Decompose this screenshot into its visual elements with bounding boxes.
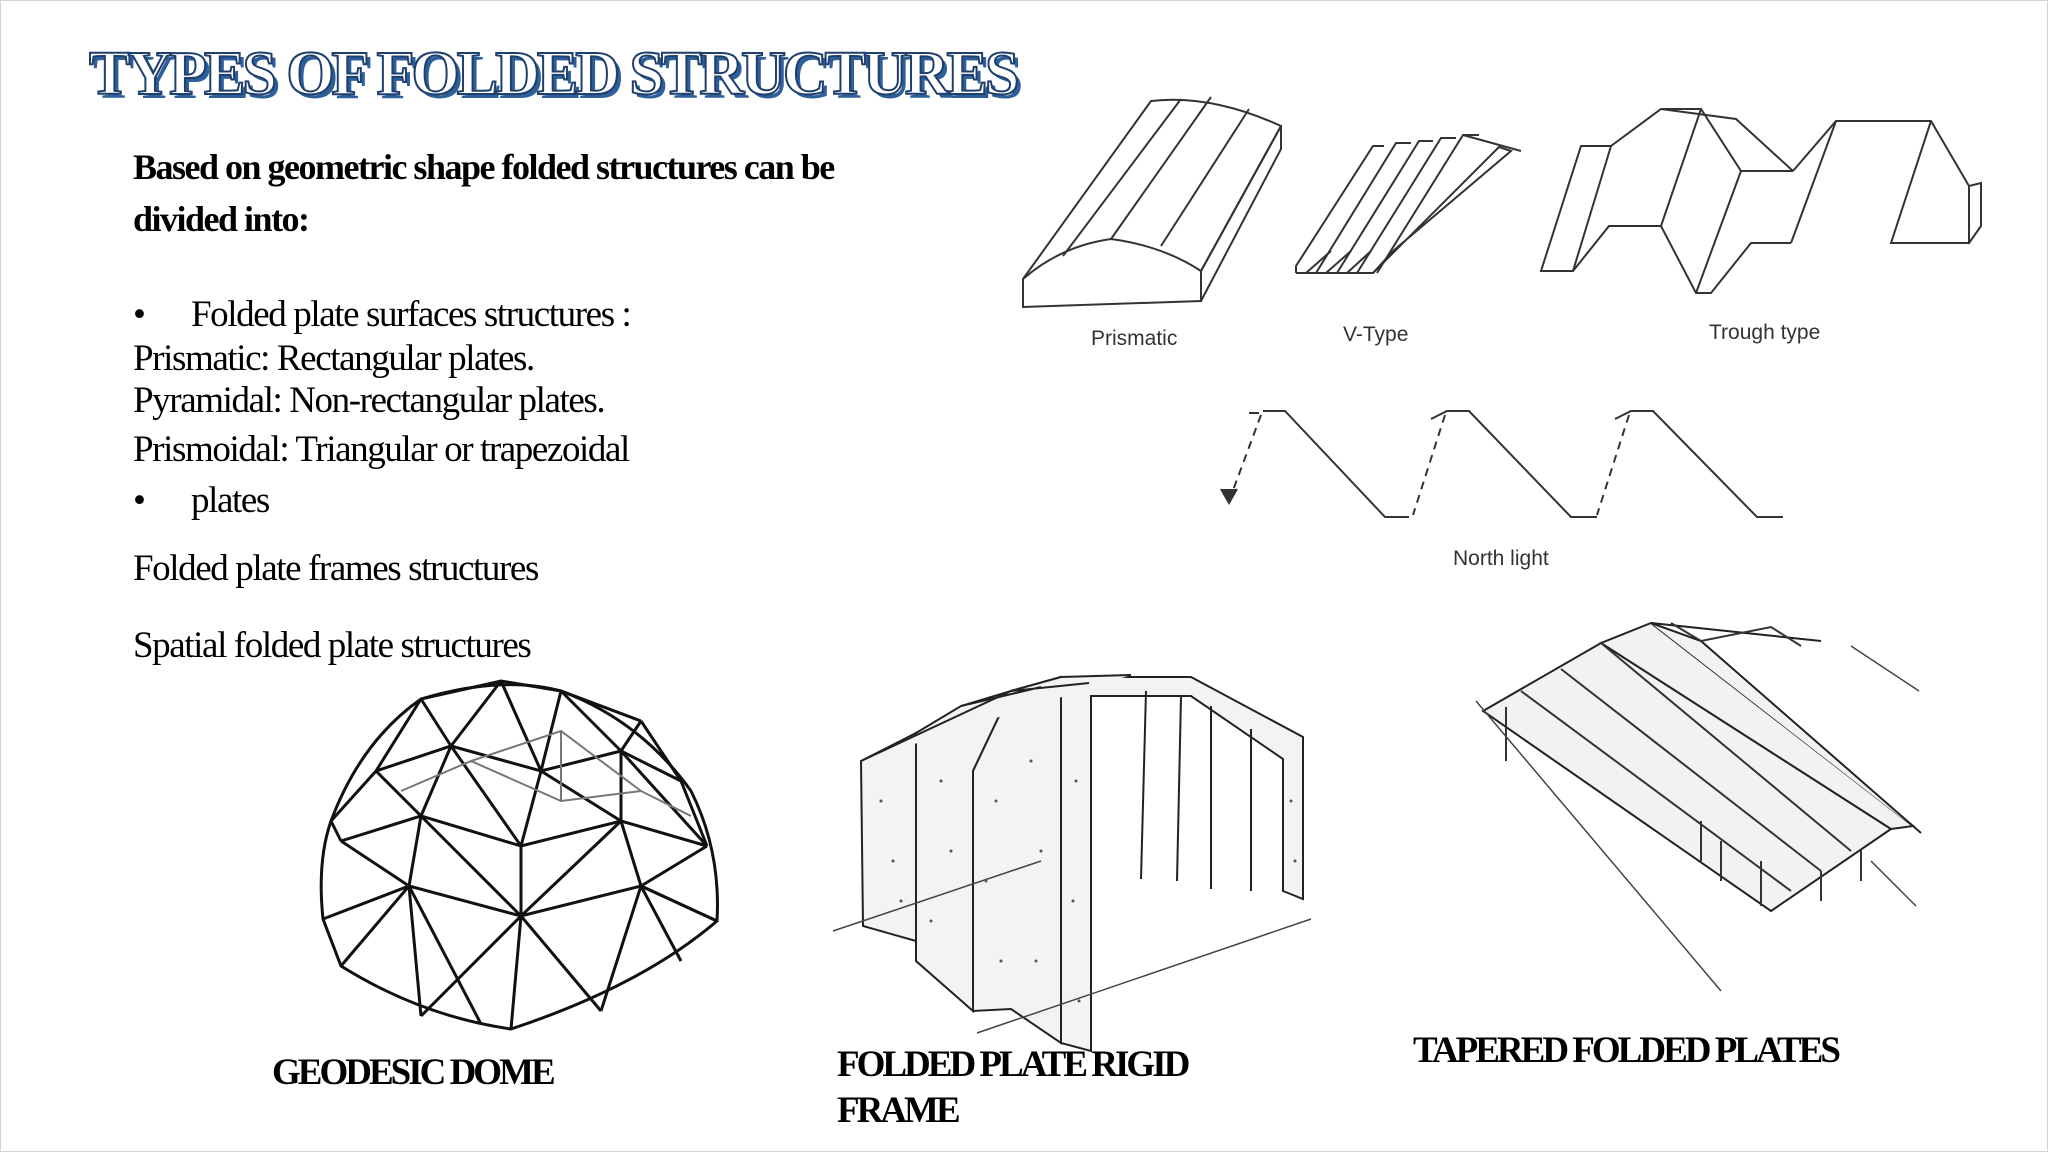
label-north-light: North light — [1453, 547, 1549, 570]
slide-title: TYPES OF FOLDED STRUCTURES — [88, 39, 1020, 109]
tapered-fold-lines — [1505, 622, 1862, 906]
label-prismatic: Prismatic — [1091, 327, 1177, 350]
geodesic-dome-inner-frame — [400, 729, 692, 817]
caption-geodesic-dome: GEODESIC DOME — [272, 1052, 556, 1093]
rigid-frame-ground-lines — [832, 860, 1312, 1034]
bullet-icon: • — [133, 294, 146, 335]
list-item-label: plates — [191, 480, 270, 521]
bullet-icon: • — [133, 480, 146, 521]
trough-diagram — [1539, 108, 1982, 294]
list-line-prismoidal: Prismoidal: Triangular or trapezoidal — [133, 429, 630, 470]
folded-plate-rigid-frame-illustration — [859, 674, 1304, 1053]
north-light-diagram — [1220, 410, 1783, 518]
list-line-frames: Folded plate frames structures — [133, 548, 539, 589]
tapered-ground-lines — [1475, 645, 1920, 992]
caption-tapered-folded-plates: TAPERED FOLDED PLATES — [1413, 1030, 1841, 1071]
list-item-plates: • plates — [133, 479, 270, 522]
list-line-pyramidal: Pyramidal: Non-rectangular plates. — [133, 380, 606, 421]
label-v-type: V-Type — [1343, 323, 1408, 346]
intro-line-1: Based on geometric shape folded structur… — [133, 147, 835, 187]
rigid-frame-texture — [879, 759, 1297, 1003]
caption-rigid-frame-line-2: FRAME — [837, 1090, 961, 1131]
caption-rigid-frame-line-1: FOLDED PLATE RIGID — [837, 1044, 1190, 1085]
v-type-diagram — [1295, 134, 1522, 274]
list-line-prismatic: Prismatic: Rectangular plates. — [133, 338, 535, 379]
prismatic-diagram — [1022, 96, 1283, 309]
intro-text: Based on geometric shape folded structur… — [133, 141, 933, 245]
geodesic-dome-illustration — [319, 679, 719, 1031]
list-item-surfaces: • Folded plate surfaces structures : — [133, 293, 632, 336]
intro-line-2: divided into: — [133, 199, 310, 239]
label-trough: Trough type — [1709, 321, 1820, 344]
list-line-spatial: Spatial folded plate structures — [133, 625, 532, 666]
tapered-folded-plates-illustration — [1481, 621, 1922, 913]
list-item-label: Folded plate surfaces structures : — [191, 294, 632, 335]
